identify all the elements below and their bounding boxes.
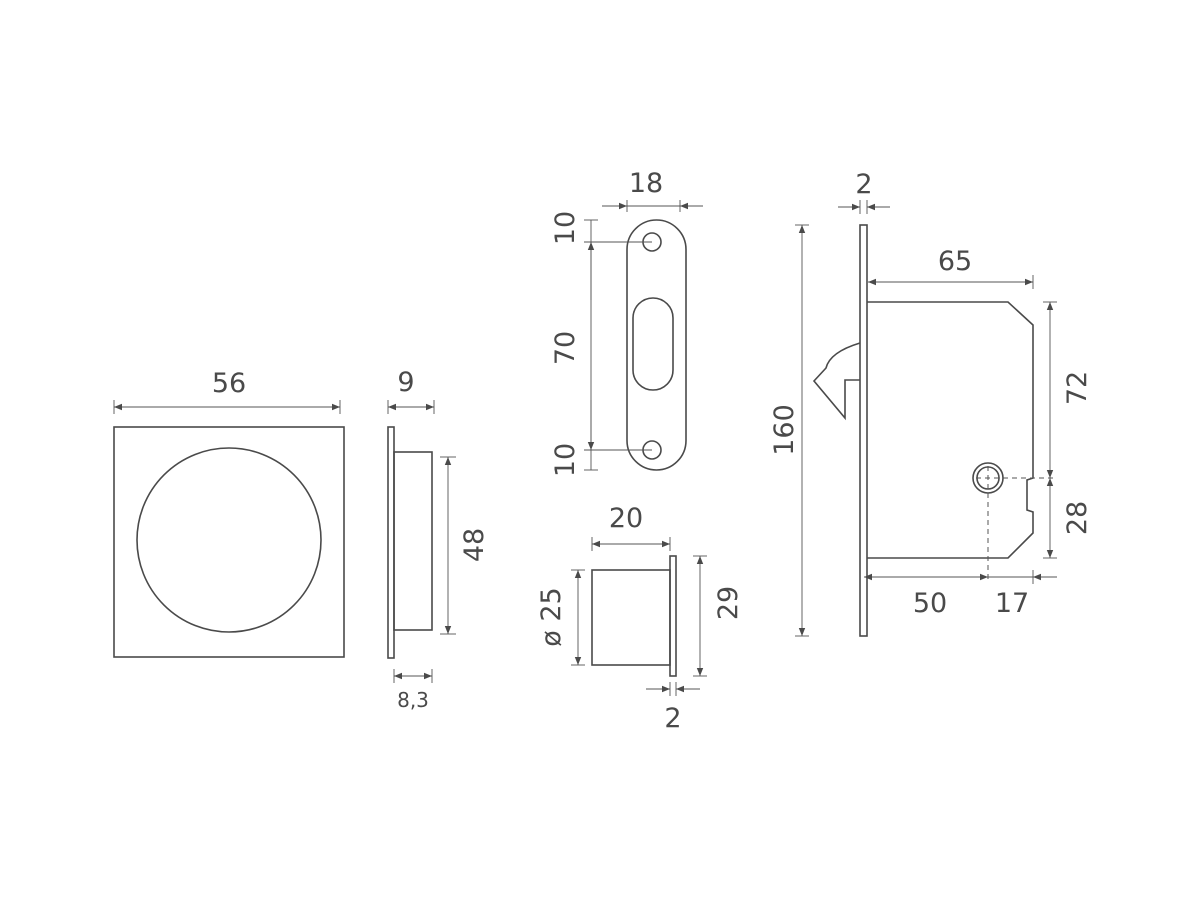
dimension-label-recess: 8,3 <box>397 688 429 712</box>
strike-plate-view: 18 10 70 10 <box>550 168 703 477</box>
dimension-label-body-depth: 65 <box>938 246 972 277</box>
dimension-label-flange-height: 29 <box>713 586 744 620</box>
dimension-label-flange-thickness: 2 <box>664 703 681 734</box>
handle-square-plate <box>113 426 345 658</box>
lock-body-view: 2 160 65 72 28 50 17 <box>769 169 1093 637</box>
dimension-label-backset: 50 <box>913 588 947 619</box>
dimension-label-width: 56 <box>212 368 246 399</box>
handle-front-view: 56 <box>113 368 345 658</box>
dimension-label-diameter: ø 25 <box>536 587 567 646</box>
handle-side-view: 9 48 8,3 <box>387 367 490 712</box>
cylinder-view: 20 ø 25 29 2 <box>536 503 744 734</box>
dimension-label-plate-width: 18 <box>629 168 663 199</box>
dimension-label-lower-height: 28 <box>1062 501 1093 535</box>
dimension-label-depth: 9 <box>397 367 414 398</box>
dimension-label-faceplate-thickness: 2 <box>855 169 872 200</box>
dimension-label-upper-height: 72 <box>1062 371 1093 405</box>
dimension-label-faceplate-height: 160 <box>769 404 800 456</box>
handle-recess-circle <box>136 447 322 633</box>
dimension-label-top-offset: 10 <box>550 211 581 245</box>
dimension-label-bottom-offset: 10 <box>550 443 581 477</box>
dimension-label-rear-offset: 17 <box>995 588 1029 619</box>
dimension-label-height: 48 <box>459 528 490 562</box>
dimension-label-hole-spacing: 70 <box>550 331 581 365</box>
dimension-label-length: 20 <box>609 503 643 534</box>
